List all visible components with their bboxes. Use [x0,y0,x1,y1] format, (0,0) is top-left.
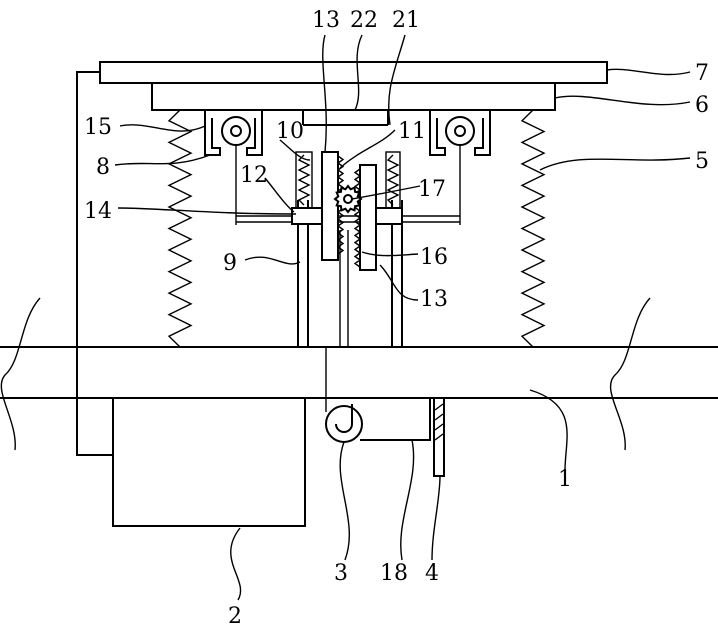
label-11: 11 [398,119,426,144]
label-18: 18 [380,561,408,586]
label-17: 17 [418,177,446,202]
label-15: 15 [84,115,112,140]
motor-box [113,398,305,526]
left-break-line [1,298,40,450]
label-7: 7 [695,61,709,86]
label-1: 1 [558,467,572,492]
label-8: 8 [96,155,110,180]
support-plate [152,83,555,110]
label-13-top: 13 [312,8,340,33]
label-6: 6 [695,93,709,118]
left-slider [292,208,322,224]
label-21: 21 [392,8,420,33]
center-block [303,110,388,125]
label-9: 9 [223,251,237,276]
right-spring [522,110,544,347]
lower-box [360,398,430,440]
left-spring [169,110,191,347]
label-12: 12 [240,163,268,188]
label-4: 4 [425,561,439,586]
label-16: 16 [420,245,448,270]
gear-hub [344,195,352,203]
label-5: 5 [695,149,709,174]
right-pulley-bracket [430,110,490,225]
label-22: 22 [350,8,378,33]
label-14: 14 [84,199,112,224]
label-10: 10 [276,119,304,144]
label-2: 2 [228,604,242,629]
right-break-line [611,298,650,450]
label-13-bottom: 13 [420,287,448,312]
top-plate [100,62,607,83]
lower-pulley [326,406,362,442]
label-3: 3 [334,561,348,586]
